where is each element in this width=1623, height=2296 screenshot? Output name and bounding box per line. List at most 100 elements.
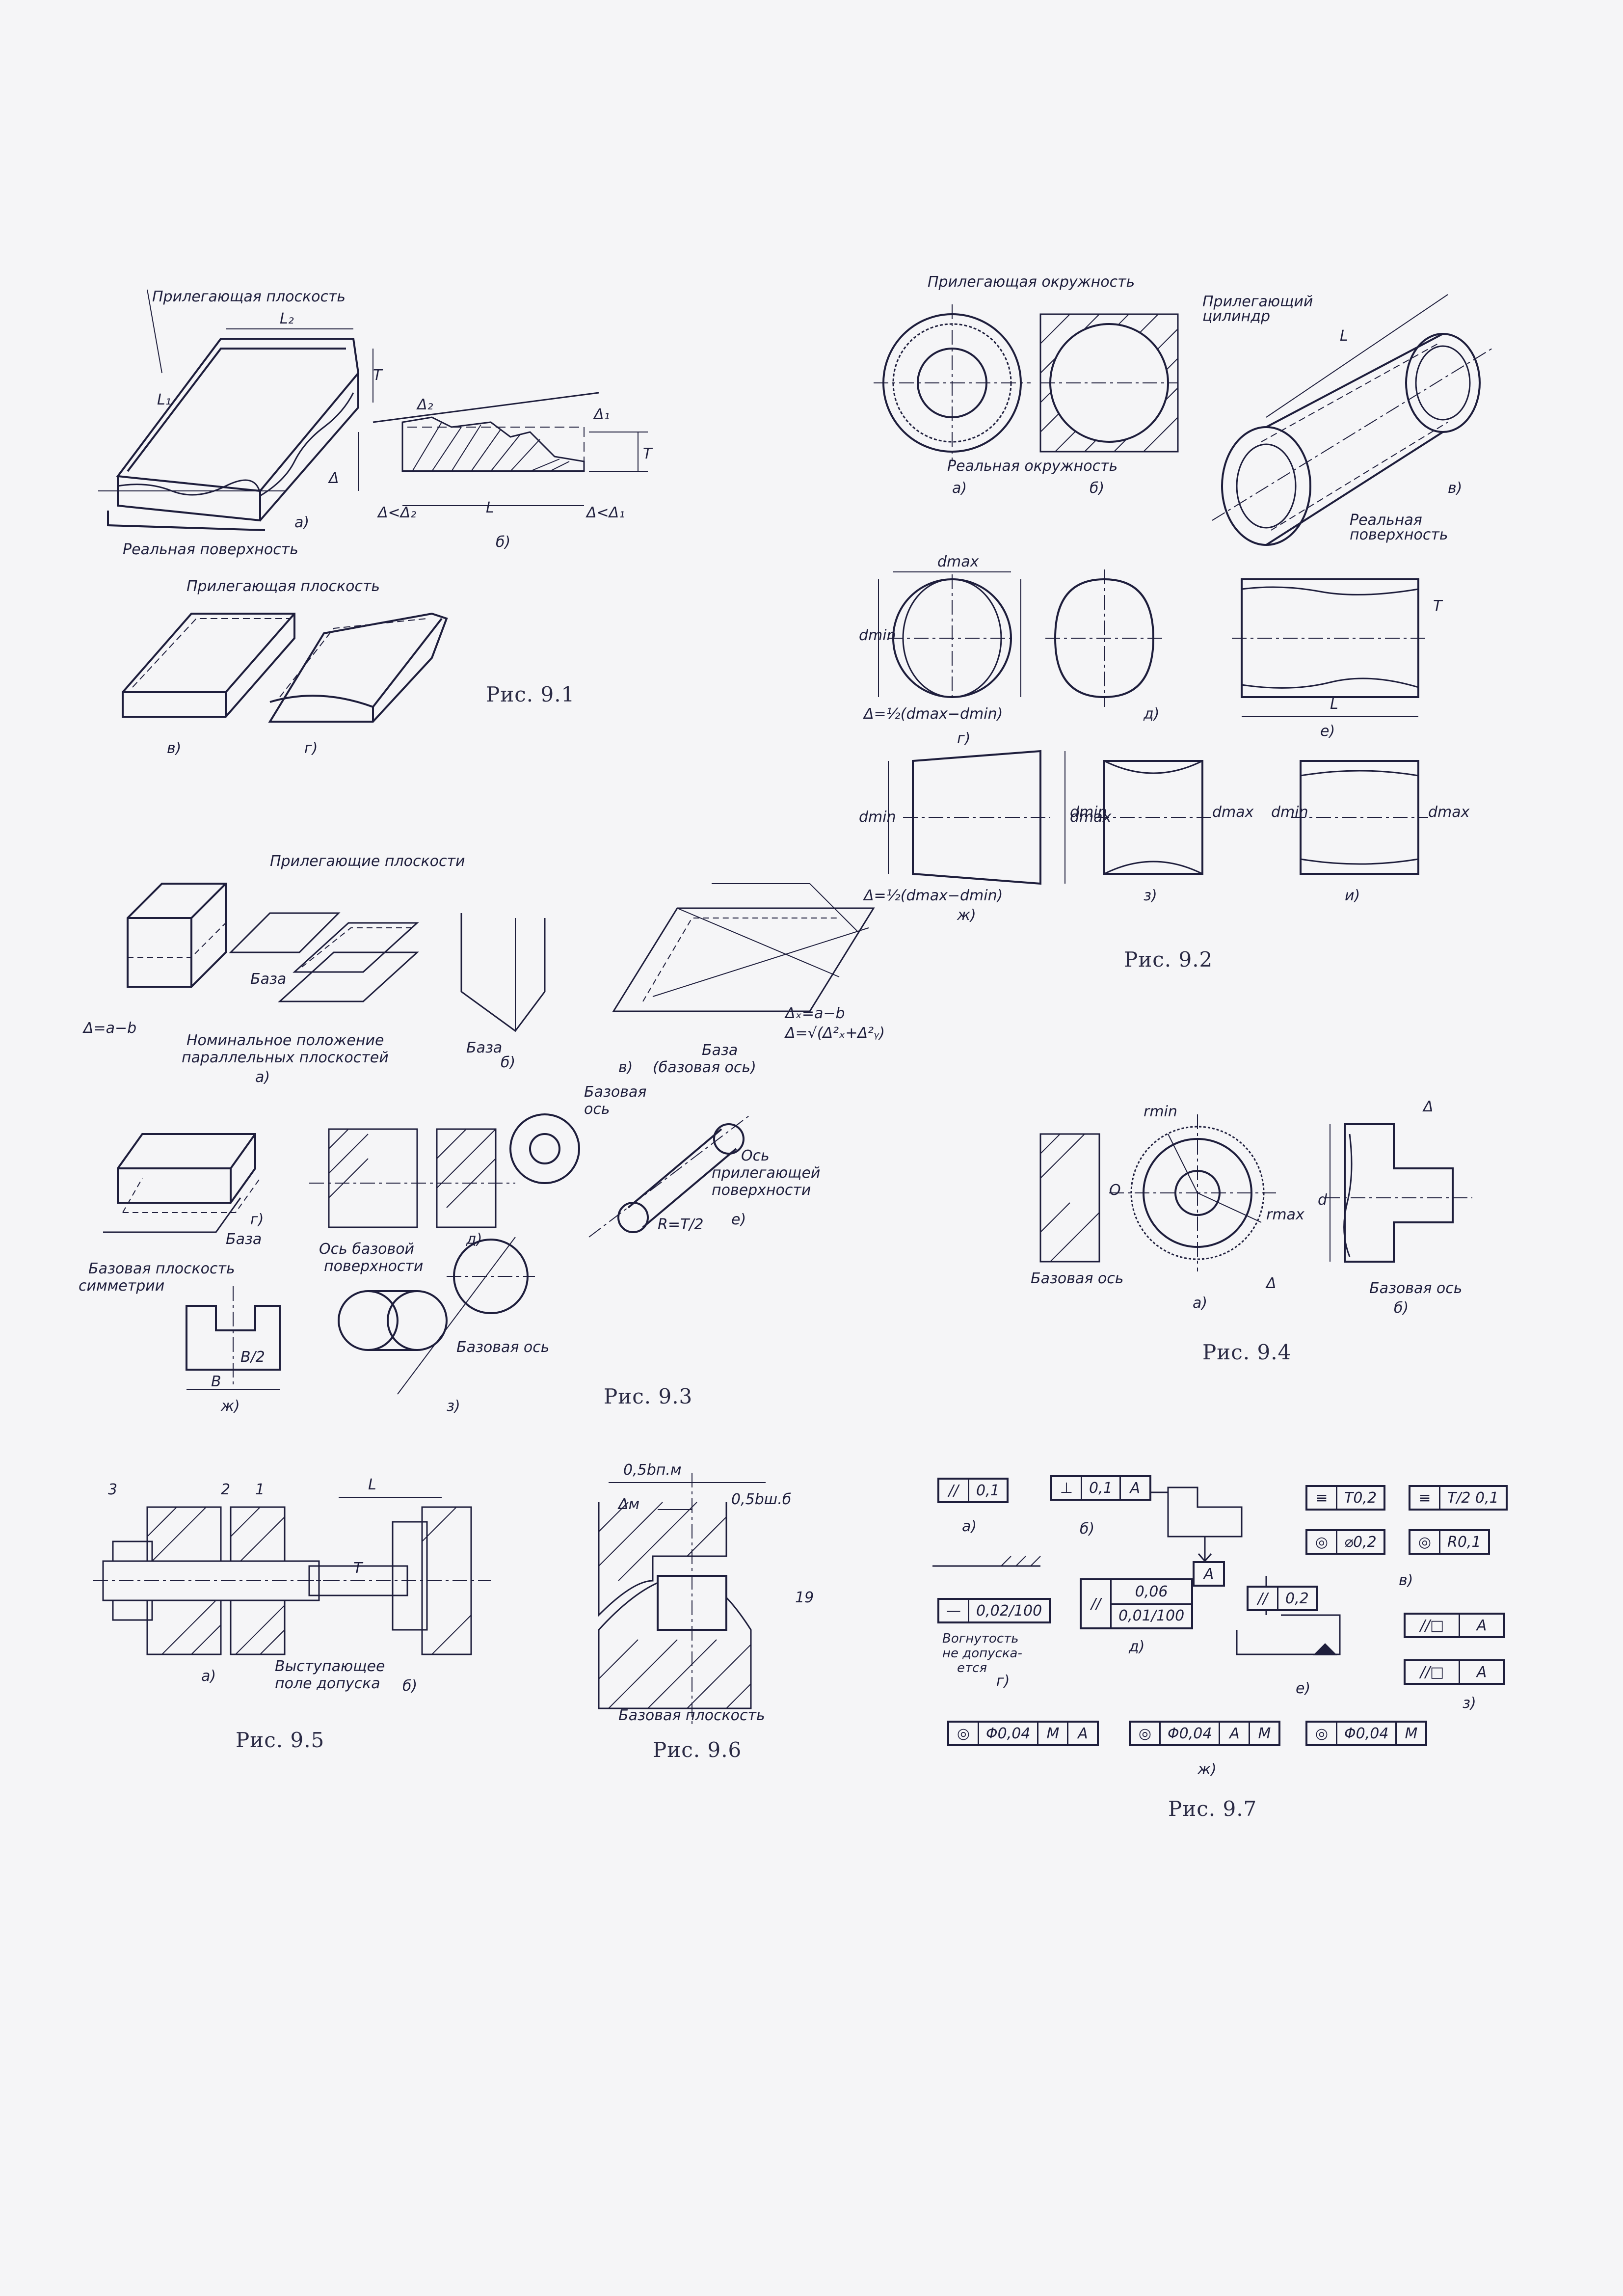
concentricity-symbol: ◎ [1410, 1531, 1440, 1553]
label-n1: 1 [255, 1481, 265, 1498]
label-v-97: в) [1399, 1572, 1413, 1589]
label-delta-ab: Δ=a−b [83, 1020, 137, 1037]
label-i-92: и) [1345, 887, 1360, 904]
tolerance-value: ⌀0,2 [1344, 1533, 1377, 1551]
parallelism-symbol: // [939, 1480, 969, 1501]
label-base-axis-2: ось [584, 1101, 610, 1118]
label-19: 19 [795, 1589, 814, 1606]
label-formula-g: Δ=½(dmax−dmin) [864, 705, 1003, 723]
label-v-93: в) [618, 1059, 633, 1076]
label-cond1: Δ<Δ₂ [378, 504, 417, 521]
label-e-92: е) [1320, 723, 1335, 740]
label-baza-axis-2: (базовая ось) [653, 1059, 756, 1076]
figure-9-1-drawing [98, 275, 712, 766]
label-e-97: е) [1296, 1680, 1311, 1697]
caption-fig-9-5: Рис. 9.5 [236, 1728, 325, 1752]
caption-fig-9-6: Рис. 9.6 [653, 1738, 742, 1762]
parallelism-flatness-symbol: //□ [1406, 1615, 1460, 1636]
label-T-b: T [643, 445, 652, 462]
label-n2: 2 [221, 1481, 231, 1498]
label-L-cyl: L [1340, 327, 1348, 345]
figure-9-5-drawing [88, 1463, 530, 1782]
figure-9-4-drawing [1031, 1095, 1521, 1389]
tolerance-value: 0,1 [976, 1482, 1000, 1499]
tolerance-value: Φ0,04 [1337, 1723, 1397, 1744]
label-z-93: з) [447, 1398, 460, 1415]
label-rmax: rmax [1266, 1206, 1304, 1223]
label-axis-adj-2: прилегающей [712, 1164, 821, 1182]
label-base-axis-b-94: Базовая ось [1369, 1280, 1463, 1297]
fcf-g: — 0,02/100 [937, 1598, 1051, 1623]
fcf-d: // 0,06 0,01/100 [1080, 1578, 1194, 1629]
fcf-z2: //□ A [1404, 1659, 1505, 1685]
label-a-93: а) [255, 1069, 270, 1086]
label-cond2: Δ<Δ₁ [586, 504, 625, 521]
label-v: в) [167, 740, 182, 757]
fcf-z1: //□ A [1404, 1613, 1505, 1638]
datum-box-a: A [1193, 1561, 1225, 1587]
figure-9-6: 0,5bп.м Δм 0,5bш.б 19 Базовая плоскость … [589, 1453, 883, 1772]
label-dmax-g: dmax [937, 553, 979, 570]
tolerance-value: R0,1 [1447, 1533, 1481, 1551]
label-base-plane: Базовая плоскость [618, 1707, 765, 1724]
label-dmin-i: dmin [1271, 804, 1308, 821]
label-delta-94: Δ [1266, 1275, 1277, 1292]
label-dmin-g: dmin [859, 627, 896, 644]
caption-fig-9-3: Рис. 9.3 [604, 1384, 693, 1408]
label-baza-a: База [250, 971, 287, 988]
label-axis-adj: Ось [741, 1147, 770, 1164]
caption-fig-9-4: Рис. 9.4 [1202, 1340, 1292, 1364]
tolerance-value: T0,2 [1344, 1489, 1377, 1507]
perpendicularity-symbol: ⊥ [1052, 1477, 1082, 1499]
tolerance-value: 0,1 [1082, 1477, 1121, 1499]
label-L1: L₁ [157, 391, 171, 408]
label-d-93: д) [466, 1231, 482, 1248]
label-zh-93: ж) [221, 1398, 240, 1415]
figure-9-3: Прилегающие плоскости База Δ=a−b Номинал… [74, 854, 908, 1443]
tolerance-value: 0,2 [1285, 1590, 1309, 1607]
label-B: B [211, 1373, 221, 1390]
label-baza-g: База [226, 1231, 262, 1248]
label-z-97: з) [1463, 1695, 1476, 1712]
fcf-v2: ≡ T/2 0,1 [1409, 1485, 1508, 1511]
label-dmin-z: dmin [1070, 804, 1107, 821]
figure-9-6-drawing [589, 1453, 883, 1772]
label-d-97: д) [1129, 1638, 1145, 1655]
label-L2: L₂ [280, 310, 294, 327]
label-e-93: е) [731, 1211, 746, 1228]
tolerance-value: 0,02/100 [976, 1602, 1042, 1620]
figure-9-1: Прилегающая плоскость L₂ L₁ T Δ а) Реаль… [98, 275, 712, 766]
parallelism-flatness-symbol: //□ [1406, 1661, 1460, 1683]
label-T: T [373, 367, 382, 384]
straightness-symbol: — [939, 1600, 969, 1621]
label-nominal: Номинальное положение [186, 1032, 384, 1049]
note-concavity-1: Вогнутость [942, 1631, 1019, 1646]
label-adjacent-planes: Прилегающие плоскости [270, 853, 465, 870]
label-top-96: 0,5bп.м [623, 1461, 682, 1479]
label-b-92: б) [1090, 480, 1105, 497]
label-zh-92: ж) [957, 907, 976, 924]
label-axis-adj-3: поверхности [712, 1182, 811, 1199]
label-n3: 3 [108, 1481, 118, 1498]
label-dmax-i: dmax [1428, 804, 1470, 821]
fcf-a: // 0,1 [937, 1478, 1009, 1503]
label-R: R=T/2 [658, 1216, 704, 1233]
concentricity-symbol: ◎ [1307, 1723, 1337, 1744]
label-a-92: а) [952, 480, 967, 497]
label-dmax-z: dmax [1212, 804, 1254, 821]
label-formula: Δ=√(Δ²ₓ+Δ²ᵧ) [785, 1025, 885, 1042]
note-concavity-2: не допуска- [942, 1646, 1022, 1661]
fcf-v1: ≡ T0,2 [1305, 1485, 1386, 1511]
datum-reference: A [1220, 1723, 1251, 1744]
label-b-95: б) [402, 1677, 418, 1695]
label-a-97: а) [962, 1518, 977, 1535]
symmetry-symbol: ≡ [1410, 1487, 1440, 1509]
label-rmin: rmin [1144, 1103, 1177, 1120]
label-d-92: д) [1144, 705, 1160, 723]
label-z-92: з) [1144, 887, 1157, 904]
label-zh-97: ж) [1197, 1761, 1217, 1778]
label-adjacent-cylinder: Прилегающий цилиндр [1202, 293, 1313, 325]
tolerance-value-1: 0,06 [1112, 1580, 1192, 1605]
label-dm: Δм [618, 1496, 640, 1513]
label-g-97: г) [996, 1673, 1010, 1690]
